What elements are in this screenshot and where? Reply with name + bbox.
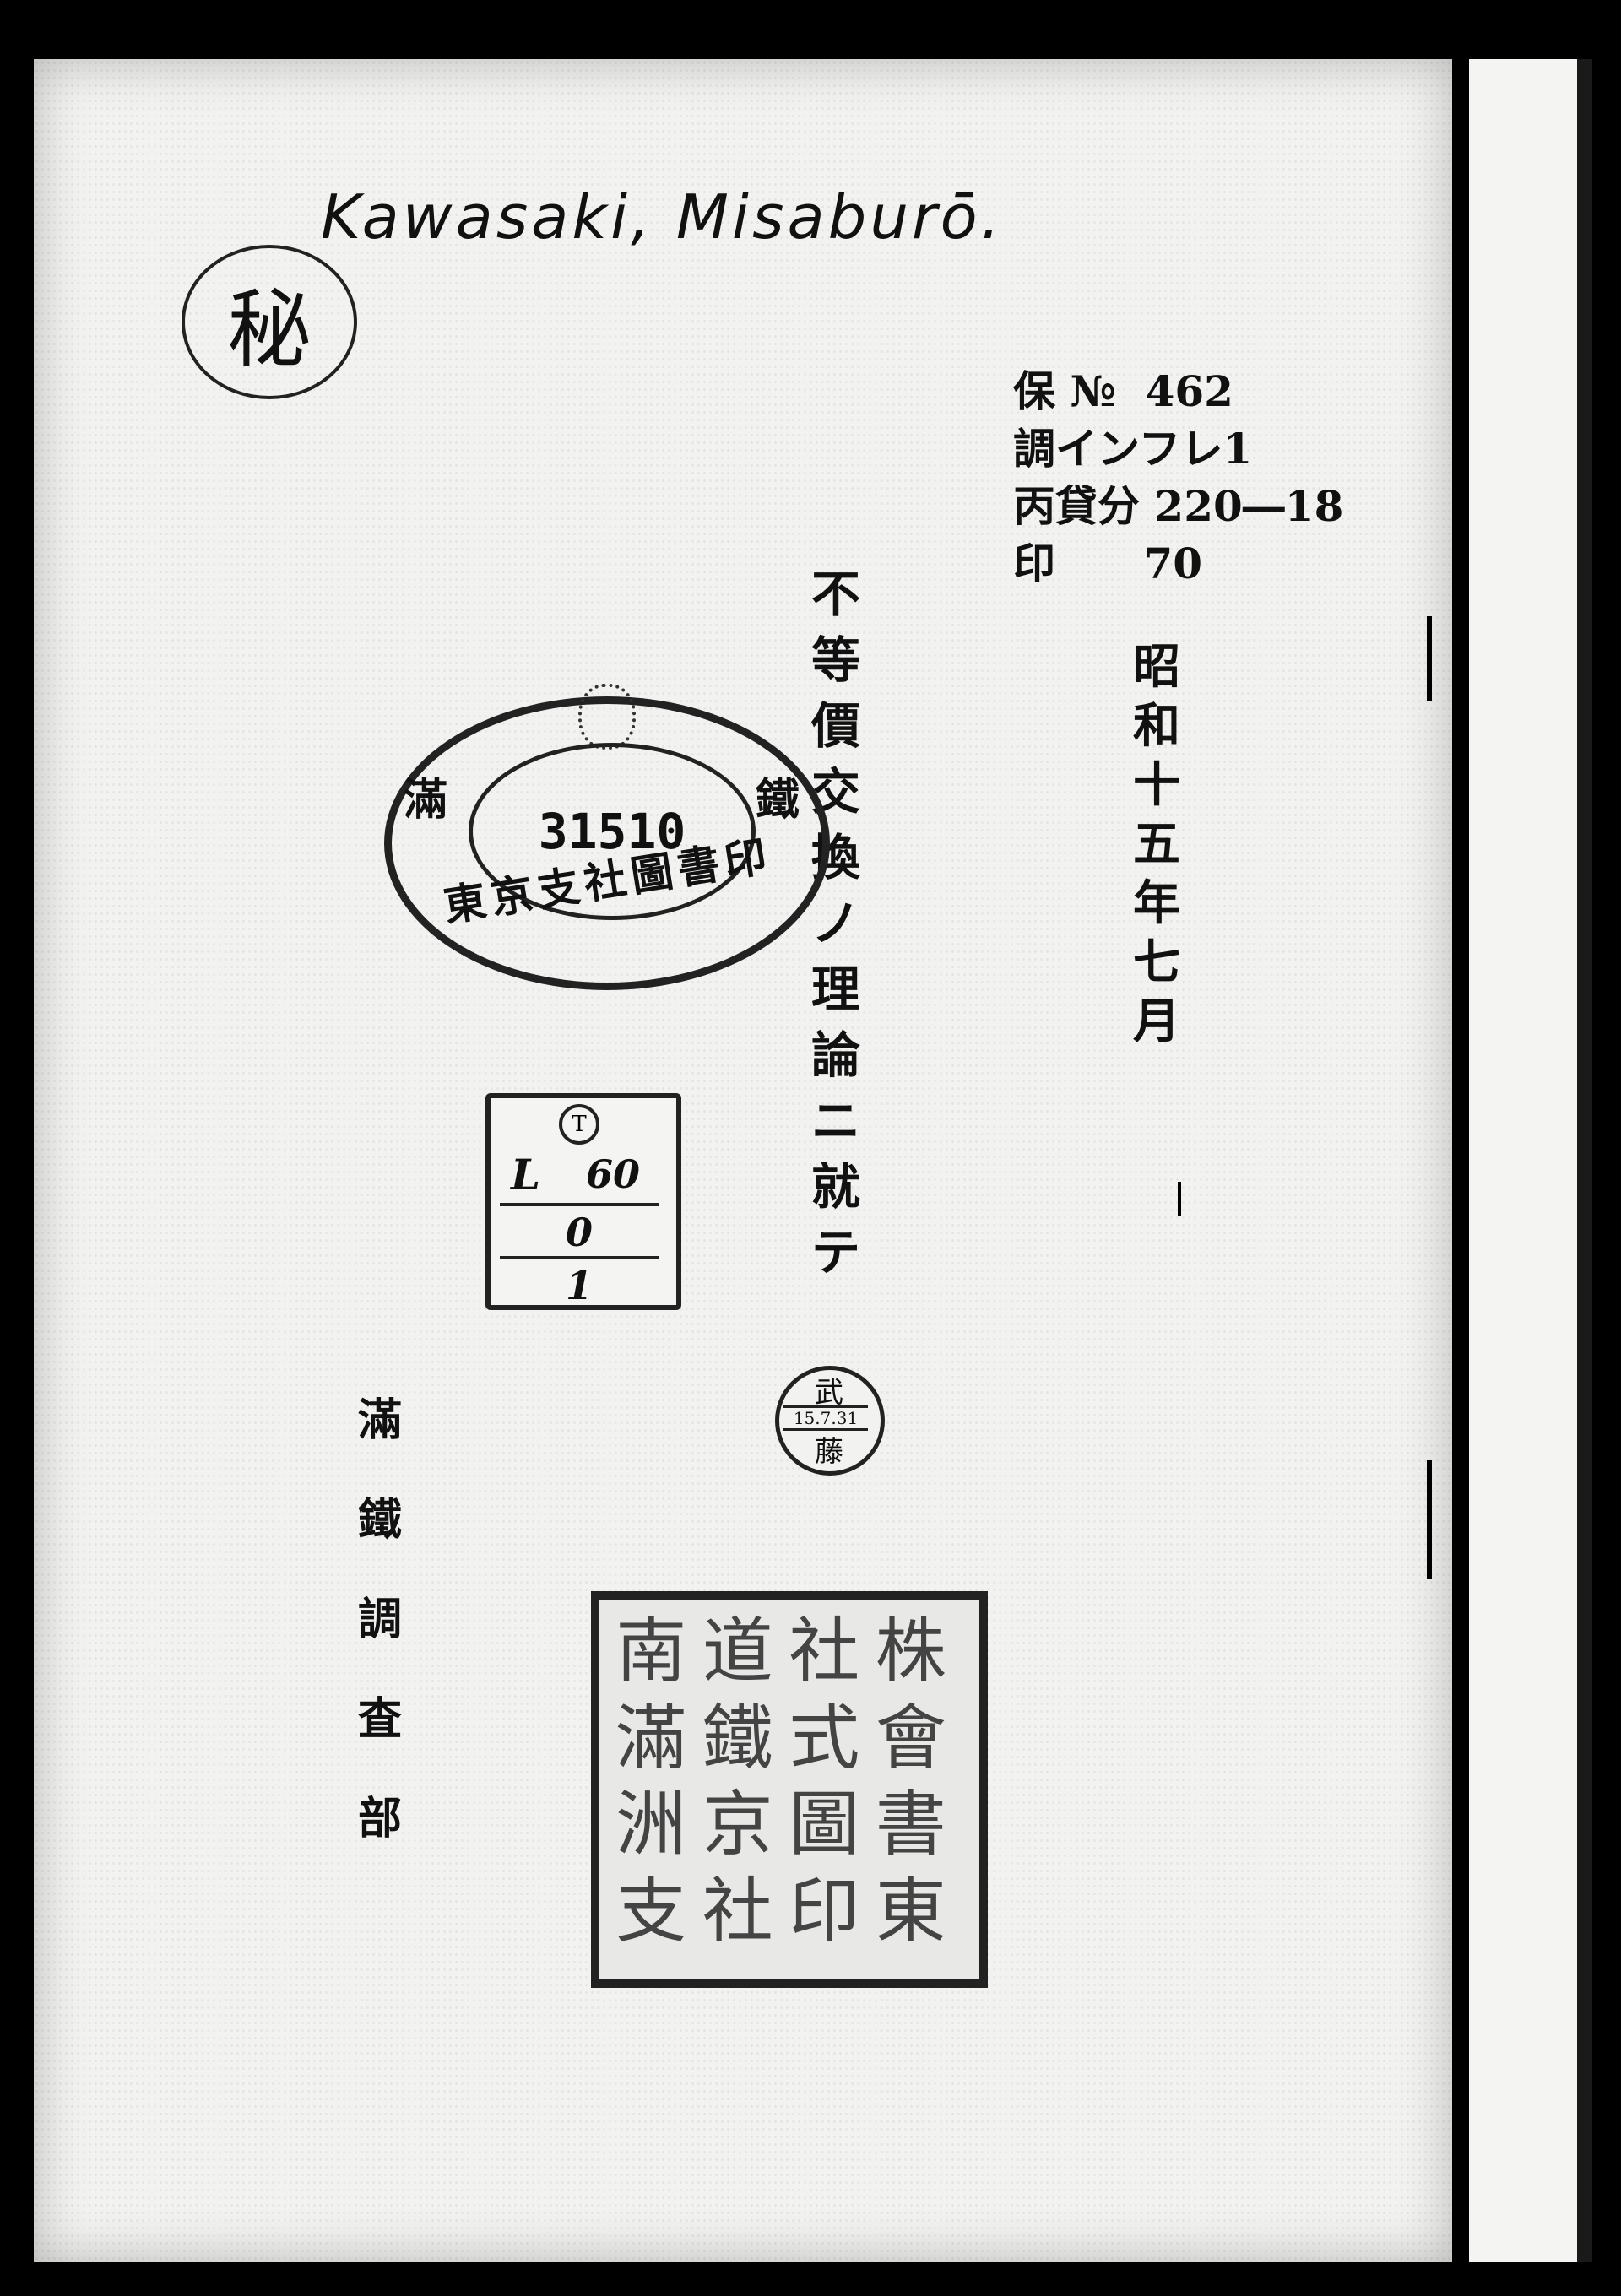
accession-number: 31510 (469, 743, 756, 920)
stamp-emblem-icon (578, 684, 636, 750)
margin-mark (1178, 1182, 1181, 1216)
date-char: 七 (1133, 934, 1180, 990)
seal-char: 道 (702, 1610, 773, 1692)
binding-edge (1454, 59, 1466, 2262)
catalog-line: 調インフレ1 (1013, 424, 1253, 474)
title-char: 等 (810, 631, 860, 689)
title-char: ノ (810, 895, 860, 952)
publisher-char: 調 (357, 1594, 402, 1645)
catalog-info: 保 № 462 調インフレ1 丙貸分 220―18 印 70 (1013, 363, 1343, 593)
seal-char: 支 (615, 1869, 687, 1952)
title-char: ニ (810, 1092, 860, 1150)
secret-stamp: 秘 (182, 245, 357, 399)
publisher-char: 滿 (357, 1394, 402, 1446)
shelf-row: 1 (500, 1256, 659, 1312)
shelf-row: 0 (500, 1203, 659, 1259)
catalog-line: 印 70 (1013, 539, 1203, 588)
label-emblem-icon: T (559, 1104, 599, 1145)
seal-char: 株 (875, 1610, 946, 1692)
document-date: 昭 和 十 五 年 七 月 (1127, 637, 1186, 1051)
catalog-line: 保 № 462 (1013, 366, 1233, 416)
seal-char: 書 (875, 1783, 946, 1866)
title-char: 理 (810, 961, 860, 1018)
date-char: 和 (1133, 698, 1180, 754)
seal-char: 圖 (789, 1783, 860, 1866)
document-title: 不 等 價 交 換 ノ 理 論 ニ 就 テ (806, 561, 865, 1286)
seal-characters: 南 道 社 株 滿 鐵 式 會 洲 京 圖 書 支 社 印 東 (608, 1608, 954, 1954)
document-page (34, 59, 1452, 2262)
date-stamp-bottom: 藤 (815, 1435, 843, 1469)
seal-char: 社 (702, 1869, 773, 1952)
seal-char: 京 (702, 1783, 773, 1866)
stamp-right-char: 鐵 (756, 774, 800, 826)
seal-char: 社 (789, 1610, 860, 1692)
seal-char: 東 (875, 1869, 946, 1952)
date-char: 年 (1133, 875, 1180, 931)
margin-mark (1427, 616, 1432, 701)
seal-char: 式 (789, 1696, 860, 1779)
seal-char: 洲 (615, 1783, 687, 1866)
margin-mark (1427, 1460, 1432, 1578)
publisher-char: 鐵 (357, 1494, 402, 1546)
seal-char: 南 (615, 1610, 687, 1692)
date-char: 五 (1133, 816, 1180, 872)
seal-char: 滿 (615, 1696, 687, 1779)
shelf-row: 60 (585, 1151, 640, 1197)
date-stamp (775, 1366, 885, 1476)
publisher-char: 部 (357, 1793, 402, 1844)
date-char: 十 (1133, 757, 1180, 813)
page-margin-strip (1469, 59, 1587, 2262)
title-char: テ (810, 1224, 860, 1281)
title-char: 論 (810, 1026, 860, 1084)
shelf-letter: L (511, 1150, 541, 1199)
date-char: 月 (1133, 994, 1180, 1049)
seal-char: 會 (875, 1696, 946, 1779)
publisher: 滿 鐵 調 査 部 (350, 1384, 409, 1882)
date-char: 昭 (1133, 639, 1180, 695)
seal-char: 印 (789, 1869, 860, 1952)
stamp-left-char: 滿 (404, 774, 448, 826)
square-library-seal (591, 1591, 988, 1988)
page-edge (1577, 59, 1592, 2262)
handwritten-author-name: Kawasaki, Misaburō. (321, 181, 1004, 252)
title-char: 不 (810, 566, 860, 623)
title-char: 價 (810, 697, 860, 755)
catalog-line: 丙貸分 220―18 (1013, 481, 1344, 531)
seal-char: 鐵 (702, 1696, 773, 1779)
title-char: 就 (810, 1158, 860, 1216)
publisher-char: 査 (357, 1693, 402, 1745)
date-stamp-top: 武 (815, 1376, 843, 1410)
date-stamp-date: 15.7.31 (783, 1405, 868, 1431)
